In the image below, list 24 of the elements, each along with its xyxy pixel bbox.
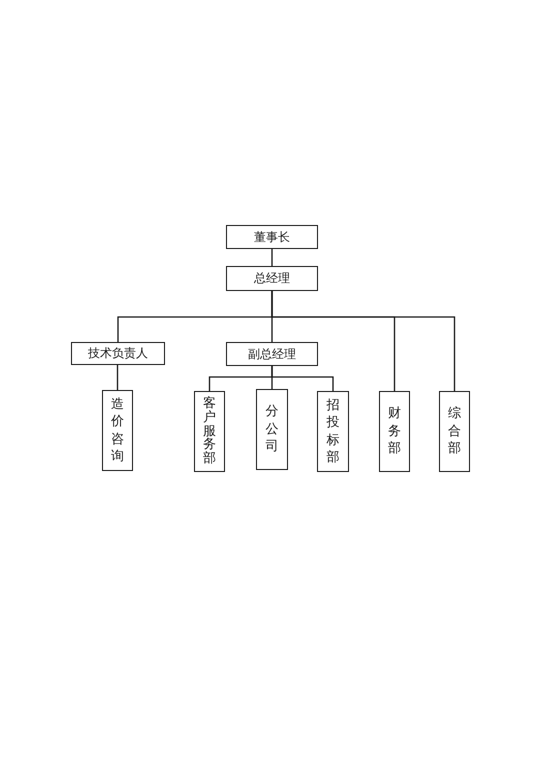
org-unit-box	[256, 389, 288, 470]
connector-line	[271, 249, 273, 266]
unit-name: 董事长	[254, 228, 290, 246]
unit-name: 招投标部	[326, 396, 340, 466]
connector-line	[271, 291, 456, 391]
org-unit-box	[226, 266, 318, 291]
unit-name: 综合部	[448, 405, 461, 458]
unit-name: 副总经理	[248, 346, 296, 362]
connector-line	[116, 365, 118, 390]
unit-name: 造价咨询	[111, 396, 124, 466]
unit-name: 总经理	[254, 270, 290, 287]
org-unit-box	[226, 225, 318, 249]
unit-name: 财务部	[388, 405, 401, 458]
unit-name: 客户服务部	[203, 397, 216, 466]
org-unit-box	[379, 391, 410, 472]
org-unit-box	[102, 390, 133, 471]
unit-name: 分公司	[266, 403, 278, 456]
org-unit-box	[226, 342, 318, 366]
unit-name: 技术负责人	[88, 345, 148, 362]
org-unit-box	[317, 391, 349, 472]
org-unit-box	[71, 342, 165, 365]
org-unit-box	[194, 391, 225, 472]
connector-line	[271, 366, 334, 391]
org-unit-box	[439, 391, 470, 472]
